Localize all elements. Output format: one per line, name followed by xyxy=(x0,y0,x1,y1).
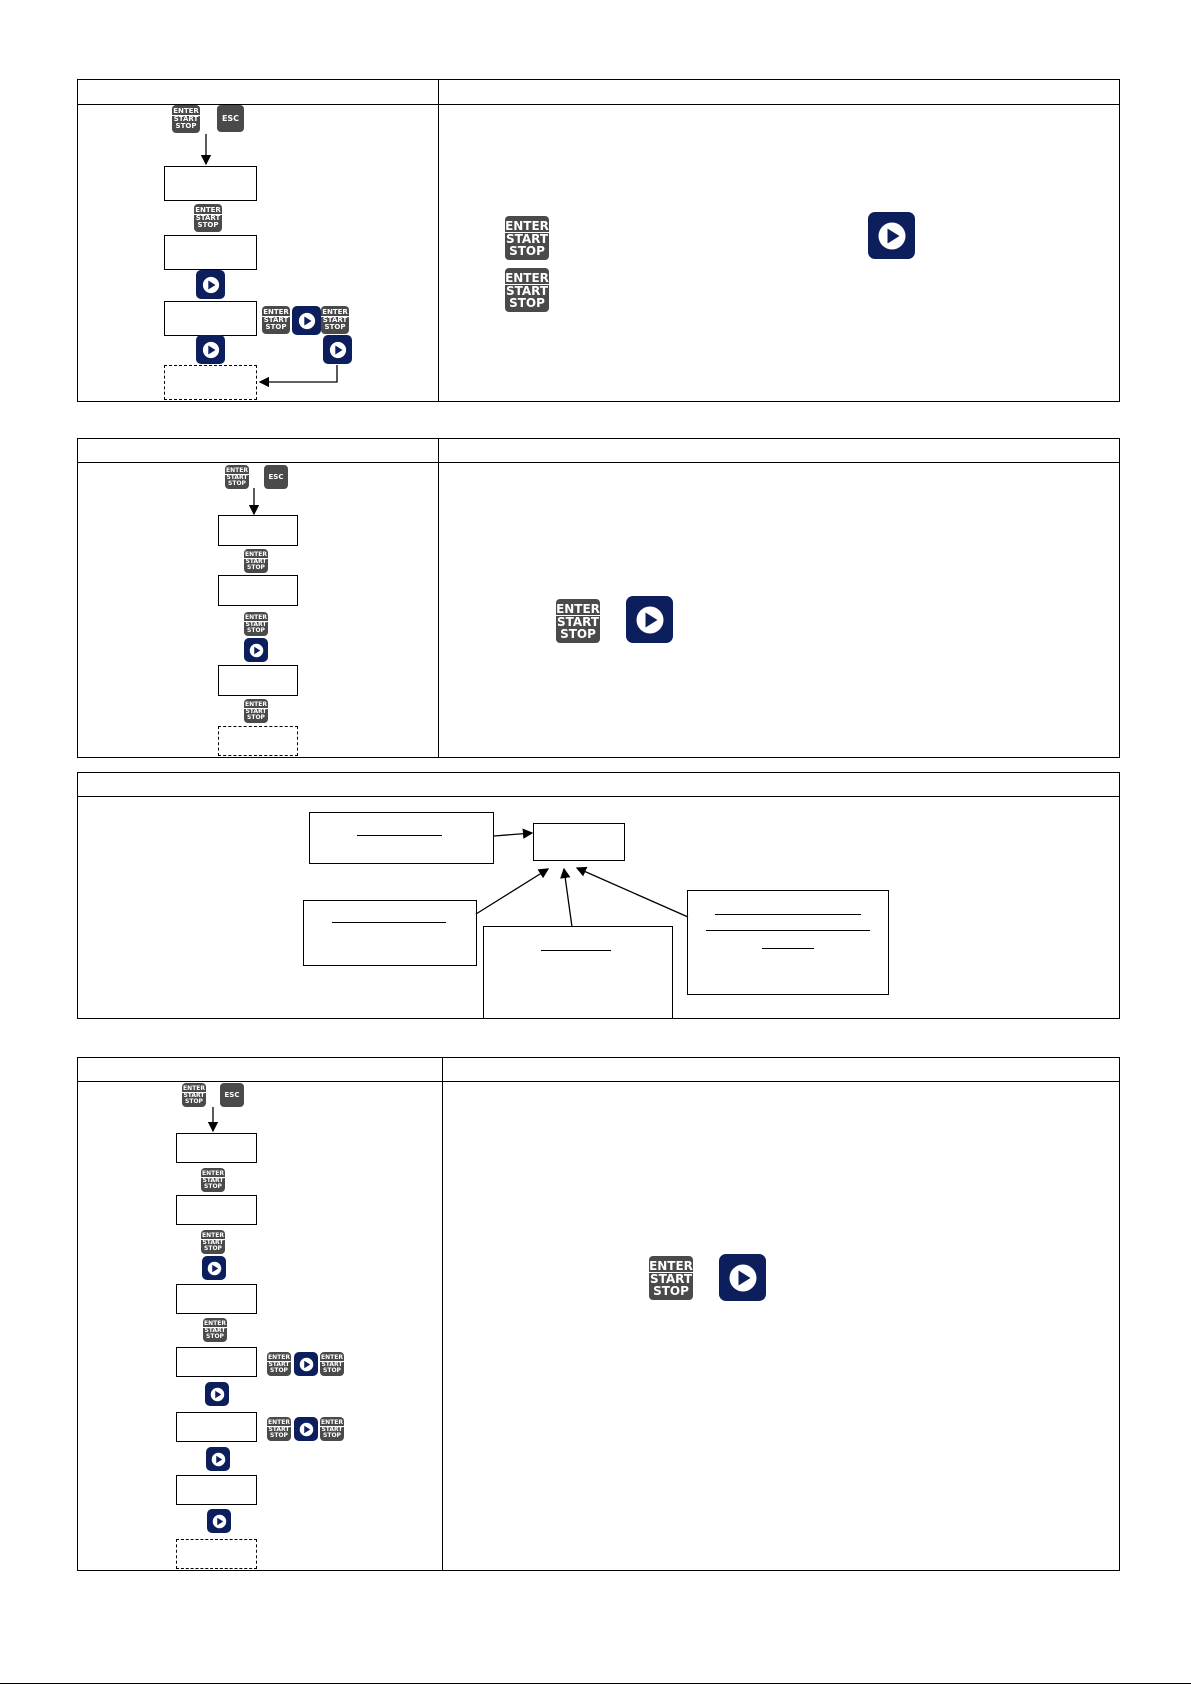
box-underline xyxy=(706,930,870,931)
enter-start-stop-key-icon: ENTER START STOP xyxy=(225,465,249,489)
display-screen xyxy=(176,1284,257,1314)
play-right-arrow-icon xyxy=(294,1417,318,1441)
enter-start-stop-key-icon: ENTER START STOP xyxy=(203,1318,227,1342)
enter-start-stop-key-icon: ENTER START STOP xyxy=(182,1083,206,1107)
play-right-arrow-icon xyxy=(202,1256,226,1280)
enter-start-stop-key-icon: ENTER START STOP xyxy=(244,549,268,573)
display-screen-dashed xyxy=(218,726,298,756)
esc-key-icon: ESC xyxy=(220,1083,244,1107)
play-right-arrow-icon xyxy=(292,306,321,335)
display-screen xyxy=(218,515,298,546)
enter-start-stop-key-icon: ENTER START STOP xyxy=(267,1352,291,1376)
enter-start-stop-key-icon: ENTER START STOP xyxy=(556,599,600,643)
display-screen xyxy=(176,1347,257,1377)
diagram-box-middle xyxy=(483,926,673,1019)
box-underline xyxy=(762,948,814,949)
procedure-table-1 xyxy=(77,79,1120,402)
table-2-column-divider xyxy=(438,438,439,758)
display-screen xyxy=(218,575,298,606)
enter-start-stop-key-icon: ENTER START STOP xyxy=(194,204,222,232)
enter-start-stop-key-icon: ENTER START STOP xyxy=(244,612,268,636)
enter-start-stop-key-icon: ENTER START STOP xyxy=(320,1352,344,1376)
enter-start-stop-key-icon: ENTER START STOP xyxy=(267,1417,291,1441)
diagram-box-center-target xyxy=(533,823,625,861)
play-right-arrow-icon xyxy=(294,1352,318,1376)
display-screen xyxy=(176,1412,257,1442)
box-underline xyxy=(332,922,446,923)
display-screen xyxy=(176,1475,257,1505)
play-right-arrow-icon xyxy=(205,1382,229,1406)
play-right-arrow-icon xyxy=(323,335,352,364)
enter-start-stop-key-icon: ENTER START STOP xyxy=(244,699,268,723)
box-underline xyxy=(715,914,861,915)
box-underline xyxy=(357,835,442,836)
table-1-header-divider xyxy=(77,104,1120,105)
play-right-arrow-icon xyxy=(626,596,673,643)
play-right-arrow-icon xyxy=(196,270,225,299)
table-4-header-divider xyxy=(77,1081,1120,1082)
procedure-table-4 xyxy=(77,1057,1120,1571)
diagram-box-left xyxy=(303,900,477,966)
enter-start-stop-key-icon: ENTER START STOP xyxy=(649,1256,693,1300)
play-right-arrow-icon xyxy=(244,638,268,662)
page-bottom-rule xyxy=(0,1683,1191,1684)
display-screen xyxy=(164,166,257,201)
play-right-arrow-icon xyxy=(196,335,225,364)
enter-start-stop-key-icon: ENTER START STOP xyxy=(505,216,549,260)
table-2-header-divider xyxy=(77,462,1120,463)
display-screen xyxy=(176,1195,257,1225)
display-screen xyxy=(164,301,257,336)
play-right-arrow-icon xyxy=(868,212,915,259)
enter-start-stop-key-icon: ENTER START STOP xyxy=(262,306,290,334)
enter-start-stop-key-icon: ENTER START STOP xyxy=(201,1168,225,1192)
enter-start-stop-key-icon: ENTER START STOP xyxy=(320,1417,344,1441)
esc-key-icon: ESC xyxy=(217,105,244,132)
procedure-table-2 xyxy=(77,438,1120,758)
display-screen-dashed xyxy=(176,1539,257,1569)
play-right-arrow-icon xyxy=(207,1509,231,1533)
diagram-box-top-left xyxy=(309,812,494,864)
table-4-column-divider xyxy=(442,1057,443,1571)
display-screen xyxy=(176,1133,257,1163)
table-3-header-divider xyxy=(77,796,1120,797)
display-screen xyxy=(218,665,298,696)
display-screen-dashed xyxy=(164,365,257,400)
play-right-arrow-icon xyxy=(719,1254,766,1301)
diagram-box-right xyxy=(687,890,889,995)
enter-start-stop-key-icon: ENTER START STOP xyxy=(321,306,349,334)
table-1-column-divider xyxy=(438,79,439,402)
box-underline xyxy=(541,950,611,951)
enter-start-stop-key-icon: ENTER START STOP xyxy=(172,105,200,133)
enter-start-stop-key-icon: ENTER START STOP xyxy=(201,1230,225,1254)
play-right-arrow-icon xyxy=(206,1447,230,1471)
enter-start-stop-key-icon: ENTER START STOP xyxy=(505,268,549,312)
esc-key-icon: ESC xyxy=(264,465,288,489)
display-screen xyxy=(164,235,257,270)
